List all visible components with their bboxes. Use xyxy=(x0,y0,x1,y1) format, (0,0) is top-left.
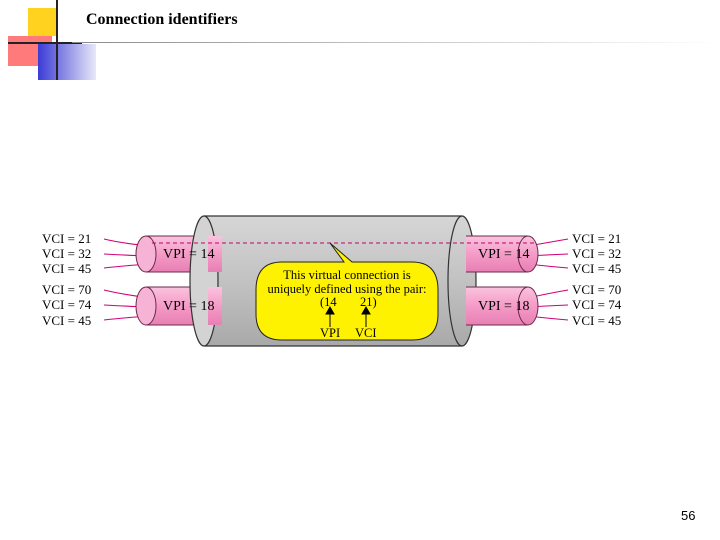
vpi-label-top-left: VPI = 14 xyxy=(163,247,214,262)
vpi-label-top-right: VPI = 14 xyxy=(478,247,529,262)
right-pipe-vpi-18 xyxy=(466,286,539,326)
corner-block-blue xyxy=(38,44,96,80)
callout-line-2: uniquely defined using the pair: xyxy=(268,282,427,296)
corner-block-yellow xyxy=(28,8,56,36)
left-vci-label: VCI = 45 xyxy=(42,261,91,276)
callout-line-1: This virtual connection is xyxy=(283,268,411,282)
vpi-label-bottom-right: VPI = 18 xyxy=(478,299,529,314)
right-vci-label: VCI = 45 xyxy=(572,261,621,276)
right-vci-label: VCI = 45 xyxy=(572,313,621,328)
callout-arrows xyxy=(325,305,371,327)
callout-arrow-label-vci: VCI xyxy=(355,326,377,340)
right-vci-label: VCI = 70 xyxy=(572,282,621,297)
callout-pair-left: (14 xyxy=(320,295,337,309)
callout-arrow-label-vpi: VPI xyxy=(320,326,340,340)
slide-title: Connection identifiers xyxy=(86,11,238,28)
right-vci-label: VCI = 32 xyxy=(572,246,621,261)
page-number: 56 xyxy=(681,508,696,523)
title-divider xyxy=(72,42,720,43)
pipe-inner-left-bottom xyxy=(208,287,222,325)
corner-horizontal-line xyxy=(8,42,82,44)
right-vci-label: VCI = 21 xyxy=(572,231,621,246)
pipe-inner-left-top xyxy=(208,236,222,272)
vpi-label-bottom-left: VPI = 18 xyxy=(163,299,214,314)
left-vci-label: VCI = 70 xyxy=(42,282,91,297)
left-vci-label: VCI = 21 xyxy=(42,231,91,246)
callout-pair-right: 21) xyxy=(360,295,377,309)
right-vci-label: VCI = 74 xyxy=(572,297,622,312)
corner-vertical-line xyxy=(56,0,58,80)
right-pipe-vpi-14 xyxy=(466,235,539,273)
callout-bubble xyxy=(255,242,439,341)
left-vci-label: VCI = 32 xyxy=(42,246,91,261)
left-vci-label: VCI = 45 xyxy=(42,313,91,328)
left-vci-label: VCI = 74 xyxy=(42,297,92,312)
